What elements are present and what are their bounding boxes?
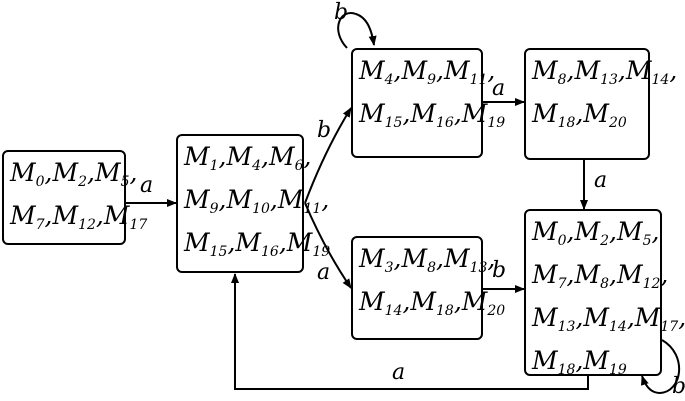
state-box: M8,M13,M14, M18,M20 [524,48,678,160]
arrow-t3 [337,12,377,49]
state-member: M2 [52,158,88,190]
transition-label: b [492,258,507,283]
state-member: M13 [574,56,618,88]
state-member: M2 [574,217,610,249]
state-member: M18 [532,99,576,131]
state-member: M9 [401,56,437,88]
state-box: M0,M2,M5, M7,M8,M12, M13,M14,M17, M18,M19 [524,209,685,378]
transition-label: a [140,173,154,198]
state-member: M13 [532,303,576,335]
state-line: M0,M2,M5, [10,158,138,190]
state-line: M9,M10,M11, [184,185,330,217]
state-line: M4,M9,M11, [359,56,496,88]
transition-label: b [672,374,685,399]
state-member: M0 [532,217,567,249]
state-member: M9 [184,185,219,217]
state-line: M13,M14,M17, [532,303,685,335]
state-member: M5 [94,158,130,190]
state-member: M19 [461,99,506,131]
state-member: M7 [532,260,567,292]
state-line: M18,M19 [532,346,627,378]
state-line: M18,M20 [532,99,627,131]
state-line: M15,M16,M19 [359,99,506,131]
state-member: M16 [410,99,454,131]
state-member: M10 [226,185,270,217]
state-line: M14,M18,M20 [359,287,506,319]
state-member: M18 [410,287,454,319]
state-member: M20 [583,99,627,131]
transition-label: a [392,360,406,385]
state-member: M11 [443,56,488,88]
state-member: M14 [359,287,403,319]
arrow-t7 [231,273,589,390]
state-box: M0,M2,M5, M7,M12,M17 [2,150,148,245]
state-member: M6 [268,142,304,174]
state-member: M12 [616,260,661,292]
state-member: M18 [532,346,576,378]
state-member: M0 [10,158,45,190]
state-member: M11 [277,185,322,217]
state-member: M5 [616,217,652,249]
transition-label: b [317,118,332,143]
state-member: M8 [574,260,610,292]
state-box: M1,M4,M6, M9,M10,M11, M15,M16,M19 [176,134,331,273]
state-member: M13 [443,244,488,276]
state-line: M7,M8,M12, [532,260,669,292]
transition-label: a [492,76,506,101]
state-member: M4 [359,56,394,88]
state-member: M16 [235,228,279,260]
state-member: M14 [583,303,627,335]
state-member: M8 [401,244,437,276]
state-member: M19 [286,228,331,260]
transition-label: a [317,260,331,285]
state-line: M8,M13,M14, [532,56,678,88]
state-member: M3 [359,244,394,276]
state-member: M8 [532,56,567,88]
state-member: M12 [52,201,96,233]
state-member: M4 [226,142,262,174]
state-member: M1 [184,142,219,174]
state-member: M20 [461,287,506,319]
state-line: M1,M4,M6, [184,142,312,174]
state-line: M15,M16,M19 [184,228,331,260]
state-box: M4,M9,M11, M15,M16,M19 [351,48,506,158]
state-member: M7 [10,201,45,233]
arrow-t8 [641,339,680,395]
state-member: M15 [359,99,403,131]
state-member: M19 [583,346,627,378]
state-line: M0,M2,M5, [532,217,660,249]
state-line: M7,M12,M17 [10,201,148,233]
state-member: M17 [634,303,679,335]
state-member: M17 [103,201,148,233]
transition-label: a [594,168,608,193]
arrow-t1 [304,107,352,204]
transition-label: b [334,0,349,25]
state-member: M14 [625,56,670,88]
state-box: M3,M8,M13, M14,M18,M20 [351,236,506,340]
arrow-t2 [304,202,352,289]
state-line: M3,M8,M13, [359,244,496,276]
state-member: M15 [184,228,228,260]
